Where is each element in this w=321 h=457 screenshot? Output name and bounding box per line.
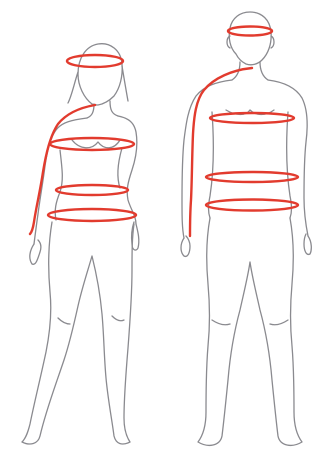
male-figure [181,12,311,445]
male-hip-measurement [206,200,298,211]
female-torso-outline [34,116,137,244]
female-hip-measurement [48,209,136,221]
female-hair-outline [68,66,128,103]
female-figure [22,44,139,444]
male-torso-outline [182,80,308,238]
male-legs-outline [198,218,302,445]
male-head-measurement [228,27,272,36]
female-bust-outline [72,140,120,148]
female-head-measurement [67,55,123,67]
male-left-hand-outline [181,236,190,256]
female-head-outline [78,44,122,105]
male-right-hand-outline [304,234,311,254]
male-waist-measurement [206,172,298,182]
female-knee-outline [58,316,124,324]
male-chest-measurement [210,113,294,123]
female-chest-measurement [50,138,134,150]
male-knee-outline [212,320,288,325]
female-waist-measurement [56,185,128,195]
male-ears-outline [227,36,274,48]
male-head-outline [229,12,271,65]
female-left-hand-outline [30,240,41,264]
